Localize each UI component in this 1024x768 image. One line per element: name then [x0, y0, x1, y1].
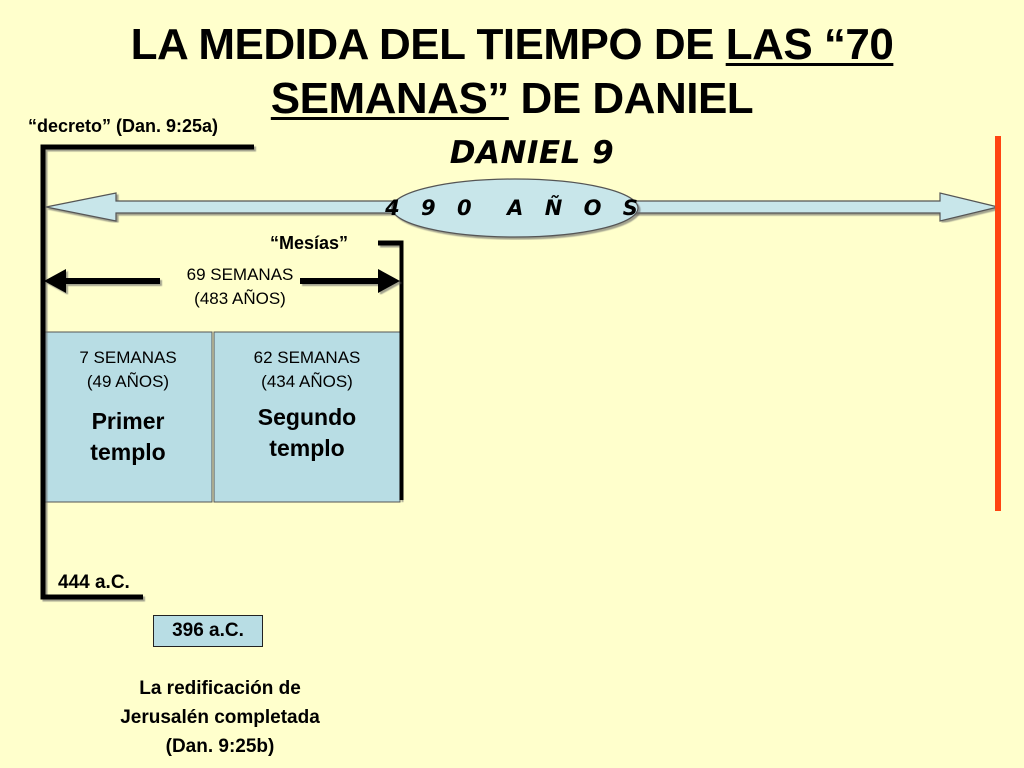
caption-line1: La redificación de — [139, 678, 301, 699]
period-1-temple-line1: Primer — [91, 408, 165, 434]
period-1-temple-line2: templo — [90, 439, 166, 465]
subtitle: DANIEL 9 — [449, 135, 615, 171]
messiah-label: “Mesías” — [270, 233, 349, 253]
period-1-weeks: 7 SEMANAS — [79, 348, 177, 367]
total-years-text: 4 9 0 A Ñ O S — [385, 196, 645, 220]
period-1-years: (49 AÑOS) — [86, 372, 170, 391]
completion-date-text: 396 a.C. — [172, 620, 244, 641]
decree-label: “decreto” (Dan. 9:25a) — [28, 116, 219, 136]
page-title: LA MEDIDA DEL TIEMPO DE LAS “70 SEMANAS”… — [0, 18, 1024, 126]
period-2-temple-line1: Segundo — [257, 404, 357, 430]
period-2-years: (434 AÑOS) — [261, 372, 353, 391]
period-box-62-weeks — [213, 331, 401, 503]
completion-caption: La redificación de Jerusalén completada … — [60, 674, 380, 761]
messiah-bracket — [378, 240, 405, 500]
total-years-label: 4 9 0 A Ñ O S — [385, 179, 638, 237]
caption-line2: Jerusalén completada — [120, 707, 320, 728]
title-part2: DE DANIEL — [508, 74, 754, 123]
title-underlined1: LAS “70 — [725, 20, 894, 69]
period-2-weeks: 62 SEMANAS — [253, 348, 361, 367]
490-years-ellipse — [391, 178, 639, 238]
weeks69-line2: (483 AÑOS) — [194, 289, 286, 308]
weeks69-label: 69 SEMANAS (483 AÑOS) — [130, 263, 350, 311]
completion-date-box: 396 a.C. — [153, 615, 263, 647]
caption-line3: (Dan. 9:25b) — [165, 736, 275, 757]
weeks69-line1: 69 SEMANAS — [186, 265, 294, 284]
title-underlined2: SEMANAS” — [270, 74, 510, 123]
period-2-text: 62 SEMANAS (434 AÑOS) Segundo templo — [214, 346, 400, 464]
69-weeks-arrow — [44, 269, 400, 293]
period-1-text: 7 SEMANAS (49 AÑOS) Primer templo — [44, 346, 212, 468]
title-part1: LA MEDIDA DEL TIEMPO DE — [130, 20, 726, 69]
period-2-temple-line2: templo — [269, 435, 345, 461]
start-date-label: 444 a.C. — [58, 572, 130, 593]
decree-bracket — [40, 144, 254, 600]
period-box-7-weeks — [43, 331, 213, 503]
